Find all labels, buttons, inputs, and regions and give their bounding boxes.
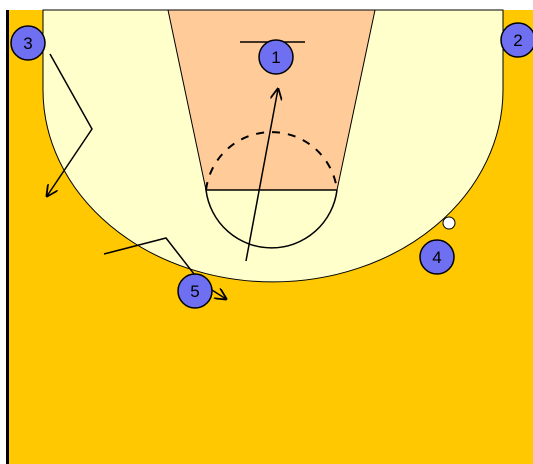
- player-2-label: 2: [513, 31, 522, 50]
- cut-path-5: [103, 237, 226, 299]
- free-throw-circle-dashed: [205, 131, 338, 191]
- player-3-label: 3: [23, 34, 32, 53]
- player-4-label: 4: [432, 248, 441, 267]
- player-1-label: 1: [271, 48, 280, 67]
- court-left-edge: [6, 10, 9, 464]
- player-1[interactable]: 1: [258, 39, 294, 75]
- player-2[interactable]: 2: [500, 22, 533, 58]
- cut-path-1: [245, 89, 278, 262]
- free-throw-circle-solid: [205, 189, 338, 249]
- ball-icon: [442, 216, 456, 230]
- player-3[interactable]: 3: [10, 25, 46, 61]
- player-5[interactable]: 5: [177, 273, 213, 309]
- cut-path-3: [47, 53, 93, 196]
- player-4[interactable]: 4: [419, 239, 455, 275]
- player-5-label: 5: [190, 282, 199, 301]
